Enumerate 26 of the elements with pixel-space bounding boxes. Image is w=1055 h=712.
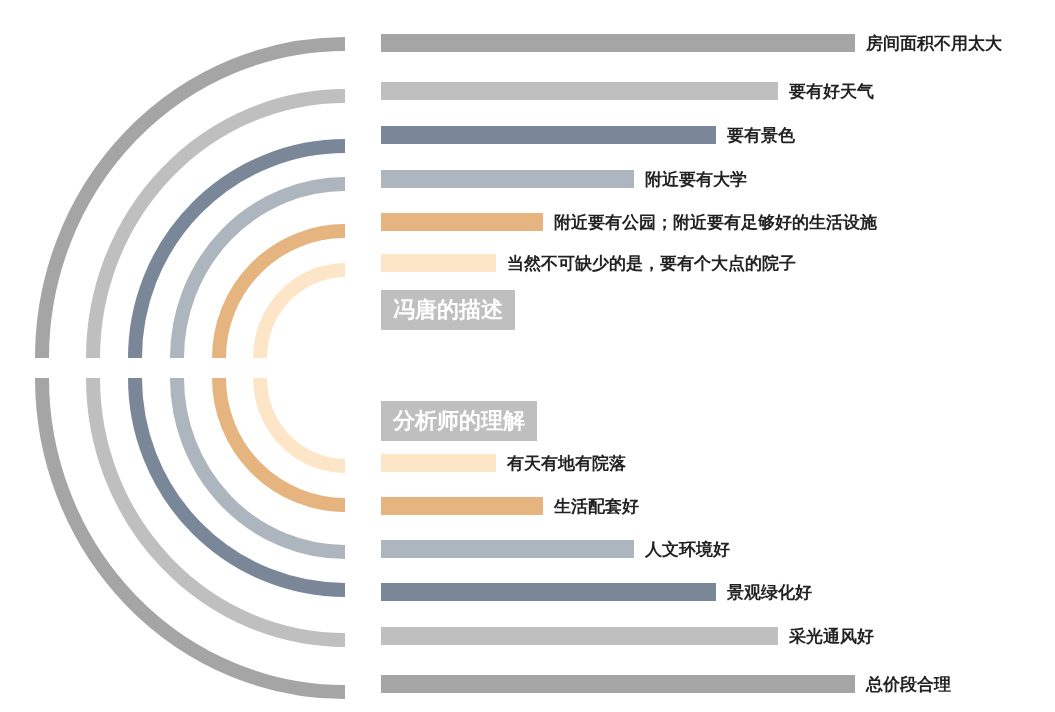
bar-label: 总价段合理 — [866, 674, 951, 694]
bar-label: 要有景色 — [727, 125, 795, 145]
bar — [381, 497, 543, 515]
bar — [381, 82, 778, 100]
bar — [381, 34, 855, 52]
bar — [381, 454, 496, 472]
bar — [381, 254, 496, 272]
bar — [381, 540, 634, 558]
bar-label: 人文环境好 — [645, 539, 730, 559]
bar — [381, 213, 543, 231]
bar-label: 景观绿化好 — [727, 582, 812, 602]
bar-label: 附近要有公园；附近要有足够好的生活设施 — [554, 212, 877, 232]
bar — [381, 675, 855, 693]
bar-label: 生活配套好 — [554, 496, 639, 516]
bar-label: 采光通风好 — [789, 626, 874, 646]
bar-label: 当然不可缺少的是，要有个大点的院子 — [507, 253, 796, 273]
bar — [381, 170, 634, 188]
bar-label: 要有好天气 — [789, 81, 874, 101]
bar — [381, 583, 716, 601]
bar — [381, 627, 778, 645]
bar — [381, 126, 716, 144]
heading-box: 分析师的理解 — [381, 401, 537, 441]
bar-label: 有天有地有院落 — [507, 453, 626, 473]
heading-box: 冯唐的描述 — [381, 290, 515, 330]
bar-label: 附近要有大学 — [645, 169, 747, 189]
bar-label: 房间面积不用太大 — [866, 33, 1002, 53]
